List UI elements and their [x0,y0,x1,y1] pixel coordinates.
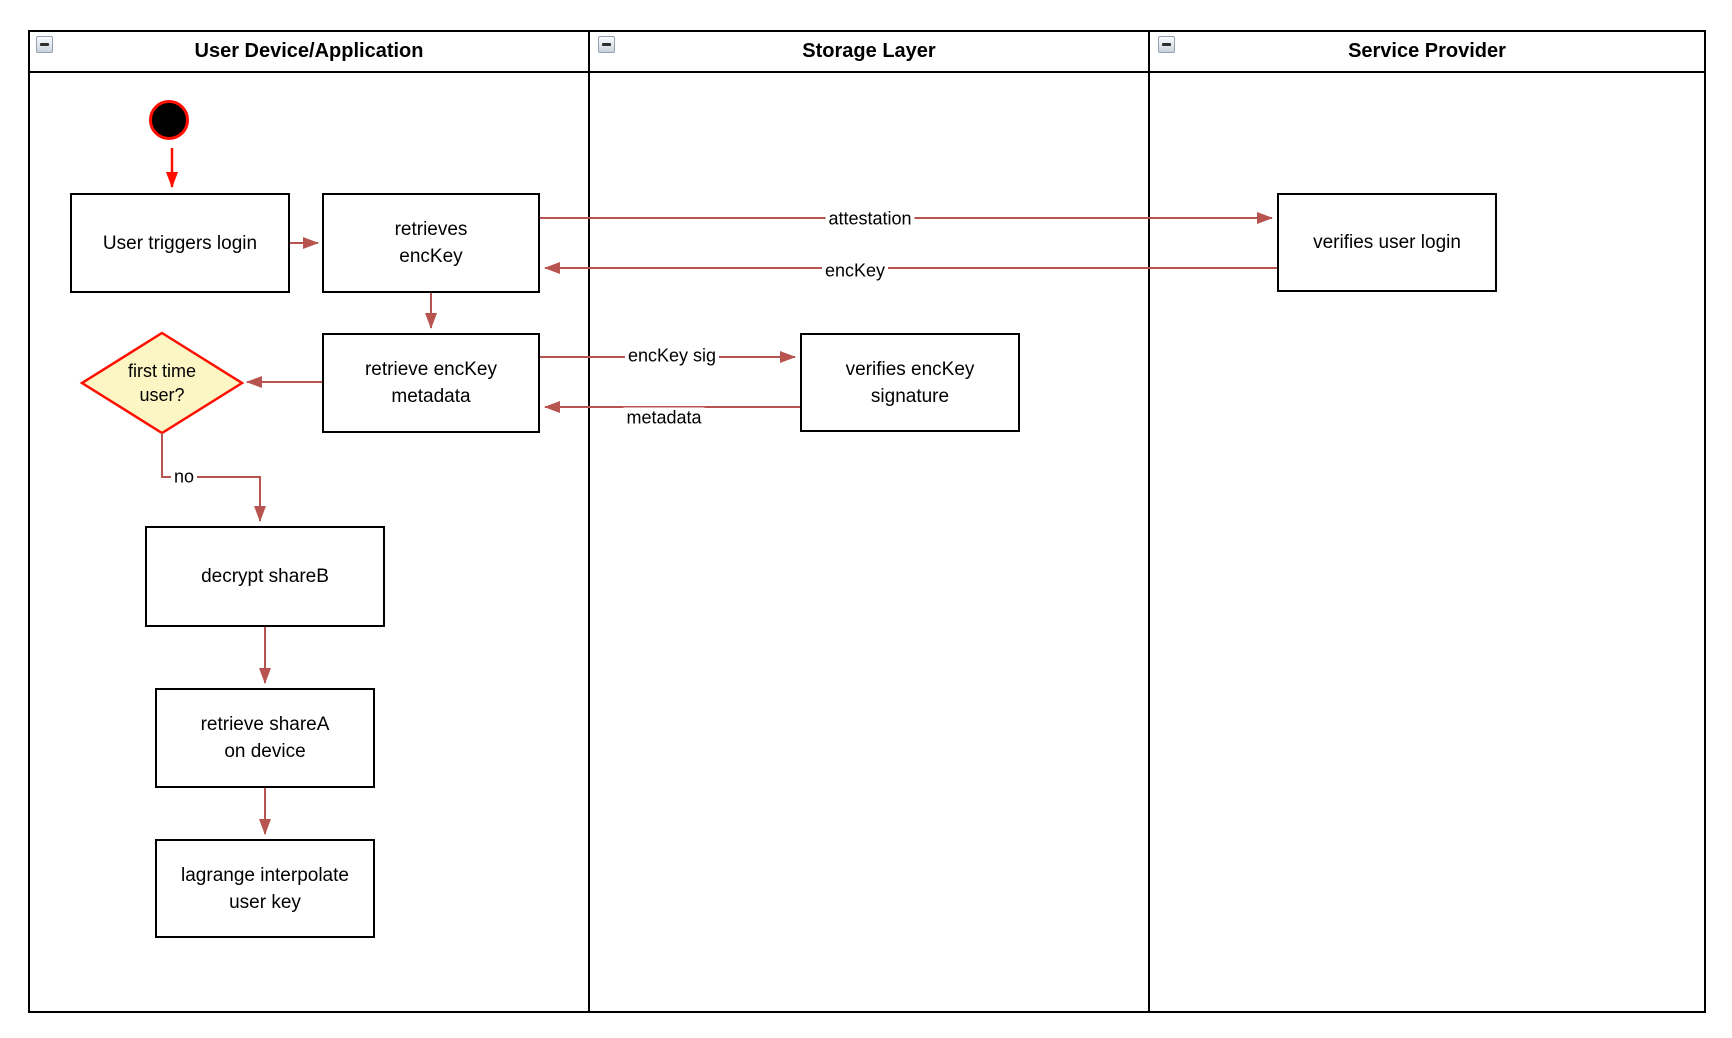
edge-label-metadata: metadata [623,407,705,429]
node-verifies-user-login[interactable]: verifies user login [1277,193,1497,292]
node-decrypt-shareb[interactable]: decrypt shareB [145,526,385,627]
lane-header-service-provider: Service Provider [1150,30,1704,72]
lane-separator-2 [1148,30,1150,1013]
edge-label-attestation: attestation [825,208,915,230]
swimlane-pool [28,30,1706,1013]
node-user-triggers-login[interactable]: User triggers login [70,193,290,293]
minus-icon [602,43,611,46]
node-retrieves-enckey[interactable]: retrieves encKey [322,193,540,293]
collapse-lane-icon[interactable] [598,36,615,53]
minus-icon [40,43,49,46]
lane-separator-1 [588,30,590,1013]
lane-title: Service Provider [1348,39,1506,62]
collapse-lane-icon[interactable] [36,36,53,53]
minus-icon [1162,43,1171,46]
edge-label-enckey: encKey [821,260,889,282]
node-lagrange-interpolate-user-key[interactable]: lagrange interpolate user key [155,839,375,938]
edge-label-no: no [170,466,198,488]
node-retrieve-enckey-metadata[interactable]: retrieve encKey metadata [322,333,540,433]
node-verifies-enckey-signature[interactable]: verifies encKey signature [800,333,1020,432]
edge-label-enckey-sig: encKey sig [624,345,720,367]
collapse-lane-icon[interactable] [1158,36,1175,53]
lane-header-user-device: User Device/Application [30,30,588,72]
lane-header-separator [28,71,1706,73]
lane-title: User Device/Application [194,39,424,62]
decision-label-first-time-user: first time user? [127,361,196,405]
lane-title: Storage Layer [802,39,936,62]
node-retrieve-sharea-on-device[interactable]: retrieve shareA on device [155,688,375,788]
start-node[interactable] [149,100,189,140]
lane-header-storage-layer: Storage Layer [590,30,1148,72]
